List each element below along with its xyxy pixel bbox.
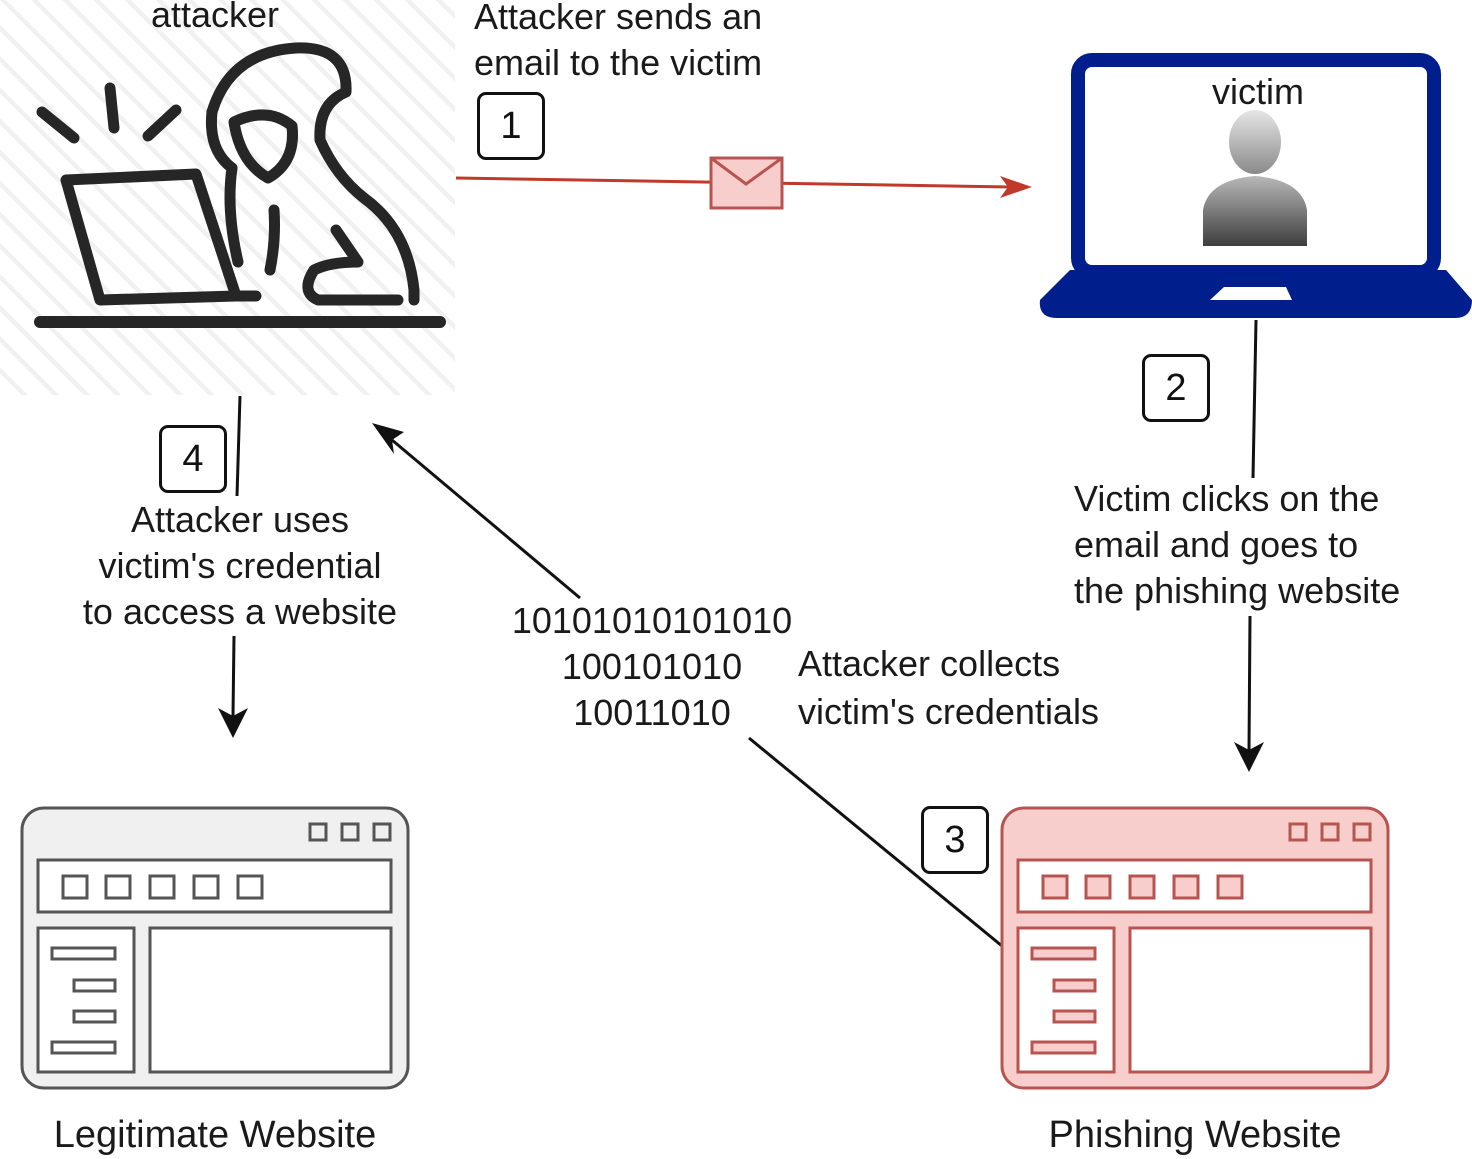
victim-label: victim [1212,71,1304,112]
phishing-website-label: Phishing Website [1048,1114,1342,1156]
legitimate-website-label: Legitimate Website [53,1114,377,1156]
user-silhouette-icon [1203,110,1307,246]
step4-text: Attacker uses victim's credential to acc… [82,499,398,632]
step2-badge: 2 [1142,354,1210,422]
step3-badge: 3 [921,806,989,874]
credentials-arrow [372,423,1003,948]
step4-badge: 4 [159,425,227,493]
phishing-website-icon [1000,806,1390,1090]
attacker-to-legitimate-arrow [218,395,248,738]
victim-to-phishing-arrow [1234,319,1264,772]
step2-text: Victim clicks on the email and goes to t… [1074,478,1401,611]
attacker-label: attacker [150,0,280,35]
laptop-with-user-icon [1039,53,1472,318]
step3-text: Attacker collects victim's credentials [798,643,1099,732]
envelope-icon [709,156,784,210]
step1-badge: 1 [477,92,545,160]
legitimate-website-icon [20,806,410,1090]
binary-data-text: 10101010101010 100101010 10011010 [511,600,793,733]
step1-text: Attacker sends an email to the victim [474,0,763,83]
hacker-at-laptop-icon [0,0,455,395]
